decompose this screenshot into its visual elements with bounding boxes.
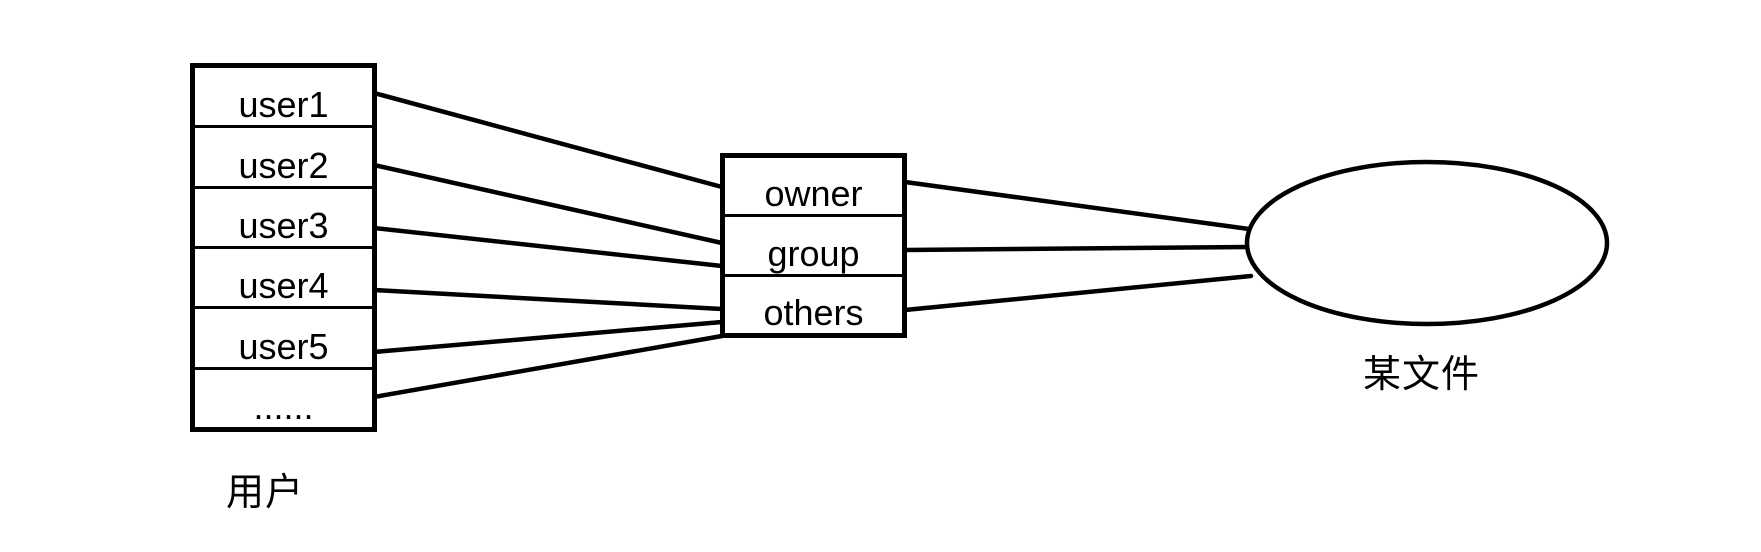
permission-row-others: others (725, 273, 902, 333)
user-row-1: user1 (238, 84, 329, 126)
permission-box: owner group others (720, 153, 907, 338)
permission-row-owner: owner (764, 173, 863, 215)
connector-user1-line (371, 90, 725, 190)
connector-user4-line (371, 287, 725, 312)
connector-user2-line (371, 162, 725, 246)
connector-owner-file-line (902, 179, 1252, 232)
user-row-4: user4 (195, 245, 372, 306)
user-row-5: user5 (195, 306, 372, 366)
user-row-2: user2 (195, 125, 372, 185)
permission-row-group: group (725, 214, 902, 273)
user-row-3: user3 (195, 185, 372, 246)
connector-others-file-line (902, 273, 1254, 313)
connector-group-file-line (902, 244, 1252, 253)
connector-ellipsis-line (371, 333, 725, 400)
file-caption: 某文件 (1363, 354, 1481, 396)
file-ellipse (1244, 159, 1610, 327)
user-list-box: user1 user2 user3 user4 user5 ...... (190, 63, 377, 432)
user-row-ellipsis: ...... (195, 366, 372, 427)
connector-user5-line (371, 319, 725, 355)
connector-user3-line (371, 225, 725, 269)
users-caption: 用户 (226, 472, 305, 514)
